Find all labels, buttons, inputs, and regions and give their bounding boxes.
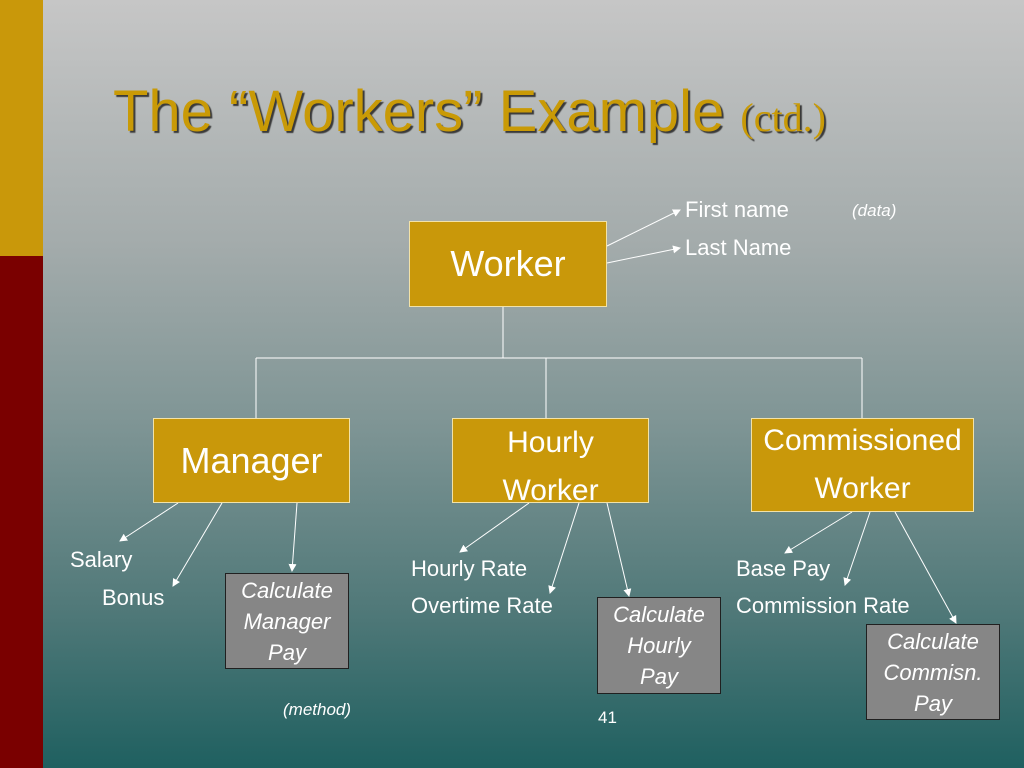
arrow-salary [119, 502, 179, 542]
method-line: Calculate [887, 628, 979, 654]
slide-title: The “Workers” Example (ctd.) [113, 78, 826, 145]
hourly-worker-box: Hourly Worker [452, 418, 649, 507]
hourly-worker-label-line: Hourly [507, 426, 594, 459]
arrow-calc-manager [288, 502, 298, 572]
slide-title-suffix: (ctd.) [740, 95, 826, 140]
calculate-manager-pay-box: Calculate Manager Pay [225, 573, 349, 669]
calculate-commisn-pay-box: Calculate Commisn. Pay [866, 624, 1000, 720]
commissioned-worker-box: Commissioned Worker [751, 418, 974, 512]
field-commission-rate: Commission Rate [736, 593, 910, 618]
method-line: Manager [243, 608, 331, 634]
arrow-last-name [606, 245, 681, 264]
field-salary: Salary [70, 547, 133, 572]
field-first-name: First name [685, 197, 789, 222]
method-line: Pay [268, 639, 306, 665]
worker-label: Worker [450, 243, 566, 284]
method-line: Pay [914, 690, 952, 716]
field-base-pay: Base Pay [736, 556, 831, 581]
arrow-first-name [606, 209, 681, 247]
worker-box: Worker [409, 221, 607, 307]
method-line: Hourly [627, 633, 691, 658]
method-line: Calculate [241, 577, 333, 603]
page-number: 41 [598, 708, 617, 727]
arrow-calc-commisn [894, 511, 957, 624]
arrow-bonus [172, 502, 223, 587]
data-note: (data) [852, 201, 897, 220]
commissioned-worker-label-line: Commissioned [763, 424, 962, 457]
accent-bar-red [0, 256, 43, 768]
field-last-name: Last Name [685, 235, 792, 260]
method-line: Pay [640, 664, 678, 689]
field-hourly-rate: Hourly Rate [411, 556, 528, 581]
manager-box: Manager [153, 418, 350, 503]
method-line: Calculate [613, 602, 705, 627]
method-note: (method) [283, 700, 352, 719]
arrow-hourly-rate [459, 502, 530, 553]
arrow-base-pay [784, 511, 853, 554]
calculate-hourly-pay-box: Calculate Hourly Pay [597, 597, 721, 694]
arrow-commission-rate [843, 511, 871, 586]
method-line: Commisn. [883, 659, 983, 685]
field-overtime-rate: Overtime Rate [411, 593, 553, 618]
field-bonus: Bonus [102, 585, 165, 610]
hourly-worker-label-line: Worker [502, 474, 599, 507]
accent-bar-gold [0, 0, 43, 256]
commissioned-worker-label-line: Worker [814, 472, 911, 505]
arrow-calc-hourly [606, 502, 632, 597]
manager-label: Manager [180, 439, 323, 481]
arrow-overtime-rate [548, 502, 580, 594]
slide-title-main: The “Workers” Example [113, 79, 725, 144]
